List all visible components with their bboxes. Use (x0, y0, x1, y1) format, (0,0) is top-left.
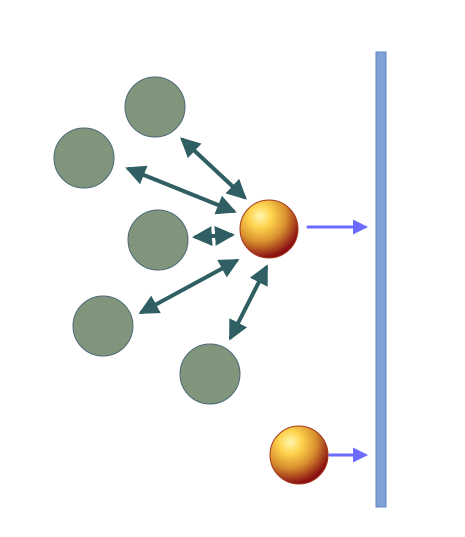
interaction-arrow (192, 225, 235, 247)
surrounding-particle (72, 295, 134, 357)
interaction-arrow (125, 165, 237, 215)
central-gold-sphere (239, 199, 299, 259)
surrounding-particle (124, 76, 186, 138)
interaction-arrow (229, 264, 268, 341)
momentum-arrows (306, 219, 368, 463)
surrounding-particle (53, 127, 115, 189)
interaction-arrow (138, 259, 240, 314)
colored-spheres (239, 199, 329, 485)
surrounding-particle (179, 343, 241, 405)
wall (375, 51, 387, 508)
interaction-arrows (125, 137, 268, 341)
surrounding-particles (53, 76, 241, 405)
lower-gold-sphere (269, 425, 329, 485)
surrounding-particle (127, 209, 189, 271)
interaction-arrow (180, 137, 247, 200)
